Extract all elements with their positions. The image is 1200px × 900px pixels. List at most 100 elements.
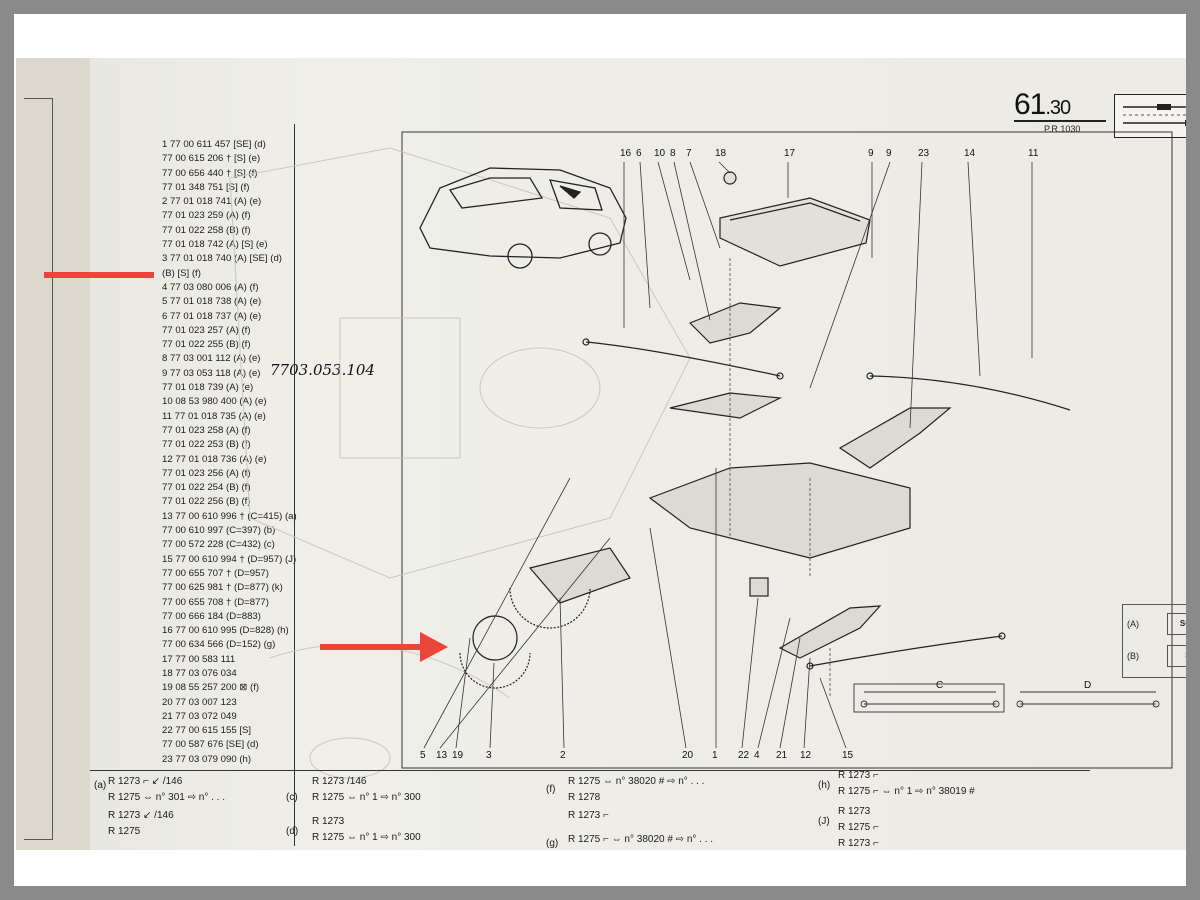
- dimension-c: C: [936, 680, 944, 691]
- parts-list-item: 18 77 03 076 034: [162, 667, 237, 679]
- note-j1: R 1273: [838, 806, 871, 817]
- parts-list-item: 23 77 03 079 090 (h): [162, 753, 252, 765]
- note-g-label: (g): [546, 838, 559, 849]
- callout-number: 13: [436, 750, 448, 761]
- note-j-label: (J): [818, 816, 830, 827]
- callout-number: 4: [754, 750, 760, 761]
- parts-list-item: 77 00 655 707 † (D=957): [162, 567, 269, 579]
- parts-list-item: 77 01 018 739 (A) (e): [162, 382, 254, 394]
- parts-list-item: 8 77 03 001 112 (A) (e): [162, 353, 261, 365]
- note-d-label: (d): [286, 826, 299, 837]
- parts-list-item: 11 77 01 018 735 (A) (e): [162, 410, 266, 422]
- page-ref: P.R.1030: [1044, 124, 1081, 134]
- note-d2: R 1275 ⇔ n° 1 ⇨ n° 300: [312, 832, 421, 843]
- parts-list-item: 15 77 00 610 994 † (D=957) (J): [162, 553, 297, 565]
- parts-list-item: 77 01 022 255 (B) (f): [162, 339, 251, 351]
- callout-number: 2: [560, 750, 566, 761]
- parts-list: 1 77 00 611 457 [SE] (d) 77 00 615 206 † …: [162, 138, 297, 767]
- note-a-label: (a): [94, 780, 107, 791]
- car-illustration: [419, 167, 627, 269]
- callout-number: 16: [620, 148, 632, 159]
- callout-number: 21: [776, 750, 788, 761]
- note-f-label: (f): [546, 784, 556, 795]
- callout-number: 20: [682, 750, 694, 761]
- note-c-label: (c): [286, 792, 298, 803]
- note-f2: R 1278: [568, 792, 601, 803]
- parts-list-item: 22 77 00 615 155 [S]: [162, 725, 252, 737]
- callout-number: 15: [842, 750, 854, 761]
- red-arrow-icon: [320, 632, 448, 662]
- parts-list-item: 21 77 03 072 049: [162, 710, 237, 722]
- callout-number: 11: [1028, 148, 1039, 159]
- previous-page-edge: [16, 58, 91, 850]
- parts-list-item: 77 01 018 742 (A) [S] (e): [162, 239, 268, 251]
- callout-number: 9: [886, 148, 892, 159]
- parts-list-item: 19 08 55 257 200 ⊠ (f): [162, 682, 260, 694]
- parts-list-item: 17 77 00 583 111: [162, 653, 236, 665]
- callout-number: 19: [452, 750, 464, 761]
- note-c1: R 1273 /146: [312, 776, 367, 787]
- parts-list-item: 20 77 03 007 123: [162, 696, 237, 708]
- callout-number: 17: [784, 148, 796, 159]
- catalog-page: 61.30 P.R.1030 1 77 00 611 457 [SE] (d)7…: [44, 58, 1186, 850]
- parts-list-item: (B) [S] (f): [162, 267, 201, 279]
- callout-number: 7: [686, 148, 692, 159]
- parts-list-item: 6 77 01 018 737 (A) (e): [162, 310, 262, 322]
- parts-list-item: 77 00 572 228 (C=432) (c): [162, 539, 275, 551]
- callout-number: 22: [738, 750, 750, 761]
- parts-list-item: 77 01 023 259 (A) (f): [162, 210, 251, 222]
- parts-list-item: 77 00 634 566 (D=152) (g): [162, 639, 276, 651]
- note-g1: R 1275 ⌐ ⇔ n° 38020 # ⇨ n° . . .: [568, 834, 714, 845]
- callout-number: 18: [715, 148, 727, 159]
- note-d1: R 1273: [312, 816, 345, 827]
- red-marker-bar: [44, 272, 154, 278]
- parts-list-item: 77 01 023 257 (A) (f): [162, 324, 251, 336]
- parts-list-item: 10 08 53 980 400 (A) (e): [162, 396, 267, 408]
- parts-list-item: 4 77 03 080 006 (A) (f): [162, 281, 259, 293]
- legend-key-a: (A): [1127, 619, 1139, 629]
- parts-list-item: 16 77 00 610 995 (D=828) (h): [162, 625, 289, 637]
- note-c2: R 1275 ⇔ n° 1 ⇨ n° 300: [312, 792, 421, 803]
- handwritten-note: 7703.053.104: [270, 361, 375, 379]
- callout-number: 23: [918, 148, 930, 159]
- parts-list-item: 1 77 00 611 457 [SE] (d): [162, 139, 266, 150]
- parts-list-item: 77 00 656 440 † [S] (f): [162, 167, 258, 179]
- legend-key-b: (B): [1127, 651, 1139, 661]
- note-j2: R 1275 ⌐: [838, 822, 879, 833]
- parts-list-item: 77 00 625 981 † (D=877) (k): [162, 582, 283, 594]
- legend-label-b: SEIM: [1167, 645, 1186, 667]
- parts-list-item: 77 01 022 254 (B) (f): [162, 482, 251, 494]
- parts-list-item: 9 77 03 053 118 (A) (e): [162, 367, 261, 379]
- note-f1: R 1275 ⇔ n° 38020 # ⇨ n° . . .: [568, 776, 705, 787]
- dimension-d: D: [1084, 680, 1092, 691]
- exploded-diagram: [229, 131, 1173, 779]
- parts-list-item: 77 01 348 751 [S] (f): [162, 181, 250, 193]
- note-r1: R 1273 ⌐ ↙ /146: [108, 776, 183, 787]
- note-j3: R 1273 ⌐: [838, 838, 879, 849]
- callout-number: 10: [654, 148, 666, 159]
- document-photo: 61.30 P.R.1030 1 77 00 611 457 [SE] (d)7…: [16, 58, 1186, 850]
- parts-list-item: 77 00 615 206 † [S] (e): [162, 153, 261, 165]
- parts-list-item: 13 77 00 610 996 † (C=415) (a): [162, 510, 297, 522]
- callout-number: 14: [964, 148, 976, 159]
- note-r4: R 1275: [108, 826, 141, 837]
- parts-list-item: 77 01 022 253 (B) (f): [162, 439, 251, 451]
- supplier-legend: (A) SOFICA (B) SEIM: [1122, 604, 1186, 678]
- parts-list-item: 77 01 022 256 (B) (f): [162, 496, 251, 508]
- section-symbol-icon: [1114, 94, 1186, 138]
- note-r2: R 1275 ⇔ n° 301 ⇨ n° . . .: [108, 792, 225, 803]
- parts-list-item: 3 77 01 018 740 (A) [SE] (d): [162, 253, 282, 265]
- parts-list-item: 77 01 023 256 (A) (f): [162, 467, 251, 479]
- parts-list-item: 77 00 610 997 (C=397) (b): [162, 525, 276, 537]
- callout-number: 12: [800, 750, 812, 761]
- callout-number: 6: [636, 148, 642, 159]
- callout-number: 5: [420, 750, 426, 761]
- note-h1: R 1273 ⌐: [838, 770, 879, 781]
- parts-list-item: 77 00 666 184 (D=883): [162, 610, 261, 622]
- parts-list-item: 77 00 587 676 [SE] (d): [162, 739, 259, 751]
- callout-number: 9: [868, 148, 874, 159]
- callout-number: 3: [486, 750, 492, 761]
- note-h2: R 1275 ⌐ ⇔ n° 1 ⇨ n° 38019 #: [838, 786, 975, 797]
- note-h-label: (h): [818, 780, 831, 791]
- note-f3: R 1273 ⌐: [568, 810, 609, 821]
